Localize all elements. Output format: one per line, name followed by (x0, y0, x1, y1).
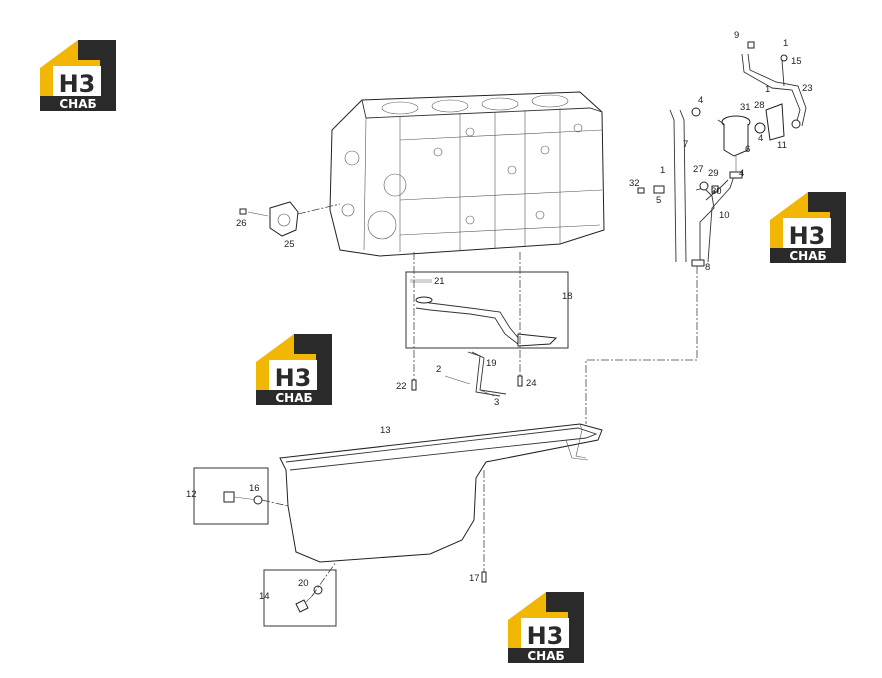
part-label-1: 1 (660, 165, 665, 176)
dipstick-tube (669, 109, 735, 267)
part-label-19: 19 (486, 358, 497, 369)
clamp-parts (637, 181, 719, 194)
part-label-3: 3 (494, 397, 499, 408)
bolt-24 (517, 375, 523, 387)
part-label-17: 17 (469, 573, 480, 584)
logo-word-text: CHAБ (275, 391, 312, 405)
brand-logo-2: H3 CHAБ (770, 192, 846, 263)
part-labels: 1 9 15 23 1 4 31 28 4 11 6 7 1 27 29 4 3… (186, 30, 813, 602)
part-label-18: 18 (562, 291, 573, 302)
logo-mark-text: H3 (59, 70, 96, 98)
part-label-11: 11 (777, 140, 787, 151)
part-label-4: 4 (739, 168, 744, 179)
suction-pipe-frame (405, 271, 569, 349)
part-label-5: 5 (656, 195, 661, 206)
part-label-27: 27 (693, 164, 704, 175)
part-label-20: 20 (298, 578, 309, 589)
part-label-15: 15 (791, 56, 802, 67)
logo-mark-text: H3 (527, 622, 564, 650)
part-label-23: 23 (802, 83, 813, 94)
bolt-22 (411, 379, 417, 391)
drain-plug-frame-14 (263, 569, 337, 627)
magnetic-plug (295, 561, 337, 613)
part-label-7: 7 (683, 139, 688, 150)
part-label-24: 24 (526, 378, 537, 389)
oil-suction-pipe (410, 279, 558, 347)
part-label-29: 29 (708, 168, 719, 179)
drain-plug (223, 491, 289, 507)
part-label-16: 16 (249, 483, 260, 494)
breather-filter (691, 107, 766, 179)
part-label-26: 26 (236, 218, 247, 229)
part-label-13: 13 (380, 425, 391, 436)
drain-plug-frame-12 (193, 467, 269, 525)
part-label-1: 1 (783, 38, 788, 49)
part-label-1: 1 (765, 84, 770, 95)
part-label-8: 8 (705, 262, 710, 273)
part-label-2: 2 (436, 364, 441, 375)
brand-logo-4: H3 CHAБ (508, 592, 584, 663)
part-label-22: 22 (396, 381, 407, 392)
guide-line-dipstick (585, 266, 698, 424)
part-label-21: 21 (434, 276, 445, 287)
part-label-4: 4 (698, 95, 703, 106)
logo-mark-text: H3 (275, 364, 312, 392)
part-label-32: 32 (629, 178, 640, 189)
oil-pan (279, 423, 603, 563)
logo-word-text: CHAБ (59, 97, 96, 111)
part-label-30: 30 (711, 186, 722, 197)
brand-logo-1: H3 CHAБ (40, 40, 116, 111)
part-label-28: 28 (754, 100, 765, 111)
engine-block (329, 91, 605, 257)
part-label-31: 31 (740, 102, 751, 113)
logo-word-text: CHAБ (527, 649, 564, 663)
part-label-9: 9 (734, 30, 739, 41)
breather-hose (741, 41, 807, 141)
part-label-14: 14 (259, 591, 270, 602)
bracket (444, 351, 507, 397)
part-label-6: 6 (745, 144, 750, 155)
bolt-17 (481, 571, 487, 583)
brand-logo-3: H3 CHAБ (256, 334, 332, 405)
logo-mark-text: H3 (789, 222, 826, 250)
part-label-25: 25 (284, 239, 295, 250)
part-label-4: 4 (758, 133, 763, 144)
oil-pump (239, 201, 341, 237)
part-label-12: 12 (186, 489, 197, 500)
logo-word-text: CHAБ (789, 249, 826, 263)
part-label-10: 10 (719, 210, 730, 221)
